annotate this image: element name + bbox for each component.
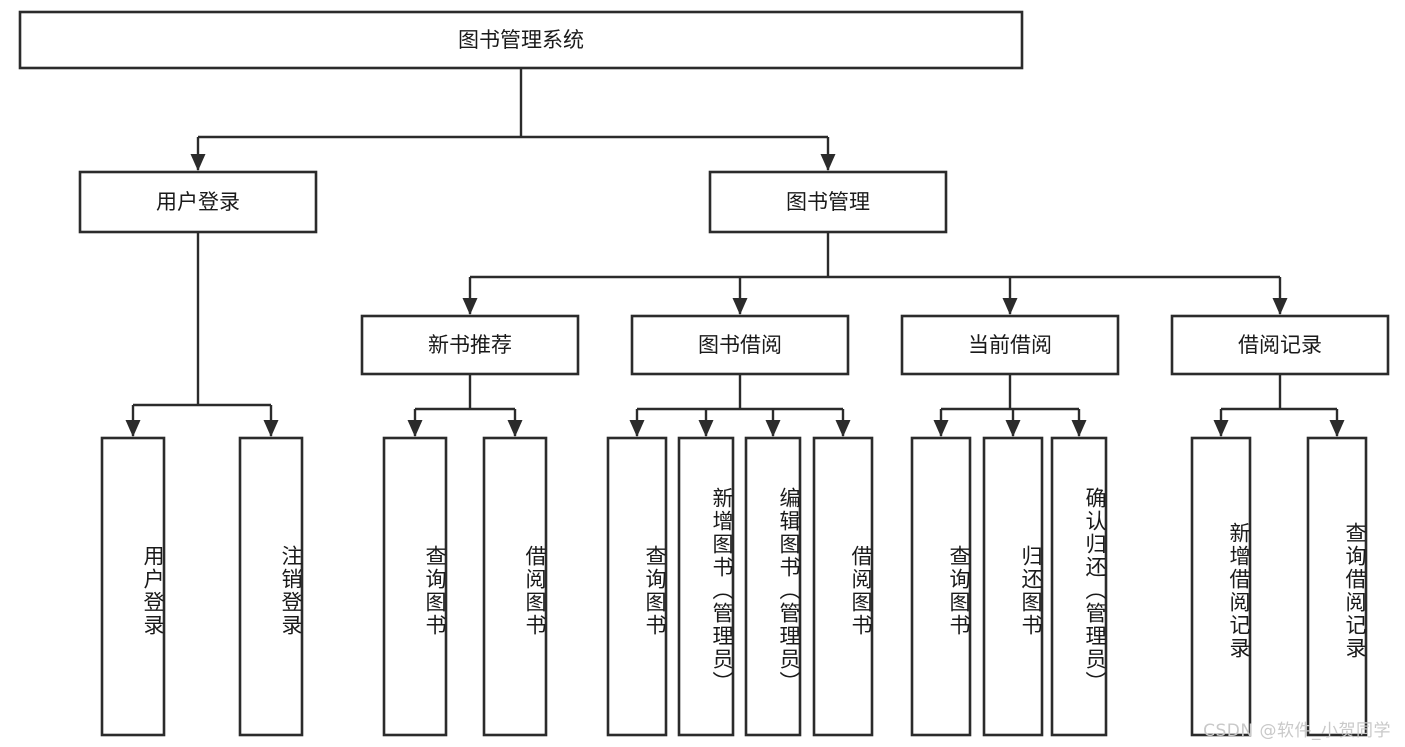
arrow-head-icon <box>1071 420 1087 437</box>
csdn-watermark: CSDN @软件_小贺同学 <box>1203 721 1391 741</box>
node-leaf-10[interactable] <box>1050 436 1108 737</box>
arrow-head-icon <box>507 420 523 437</box>
node-level3-0[interactable] <box>360 314 580 376</box>
node-leaf-8[interactable] <box>910 436 972 737</box>
arrow-head-icon <box>263 420 279 437</box>
arrow-head-icon <box>765 420 781 437</box>
node-leaf-12[interactable] <box>1306 436 1368 737</box>
node-label-level3-3: 借阅记录 <box>1238 333 1322 357</box>
node-label-level2-1: 图书管理 <box>786 190 870 214</box>
arrow-head-icon <box>933 420 949 437</box>
arrow-head-icon <box>629 420 645 437</box>
node-root-图书管理系统[interactable] <box>18 10 1024 70</box>
node-level2-1[interactable] <box>708 170 948 234</box>
node-label-level2-0: 用户登录 <box>156 190 240 214</box>
arrow-head-icon <box>820 154 836 171</box>
node-leaf-9[interactable] <box>982 436 1044 737</box>
node-leaf-0[interactable] <box>100 436 166 737</box>
node-leaf-11[interactable] <box>1190 436 1252 737</box>
arrow-head-icon <box>1002 298 1018 315</box>
node-boxes <box>18 10 1390 737</box>
node-label-root: 图书管理系统 <box>458 28 584 52</box>
node-leaf-7[interactable] <box>812 436 874 737</box>
node-level2-0[interactable] <box>78 170 318 234</box>
arrow-head-icon <box>1005 420 1021 437</box>
arrow-head-icon <box>190 154 206 171</box>
node-label-level3-2: 当前借阅 <box>968 333 1052 357</box>
node-level3-2[interactable] <box>900 314 1120 376</box>
arrow-head-icon <box>732 298 748 315</box>
arrow-head-icon <box>1213 420 1229 437</box>
arrow-head-icon <box>698 420 714 437</box>
arrow-head-icon <box>1329 420 1345 437</box>
node-level3-1[interactable] <box>630 314 850 376</box>
arrow-head-icon <box>125 420 141 437</box>
arrow-head-icon <box>407 420 423 437</box>
node-leaf-4[interactable] <box>606 436 668 737</box>
arrow-head-icon <box>462 298 478 315</box>
node-leaf-1[interactable] <box>238 436 304 737</box>
node-leaf-3[interactable] <box>482 436 548 737</box>
node-leaf-6[interactable] <box>744 436 802 737</box>
node-leaf-5[interactable] <box>677 436 735 737</box>
node-label-level3-1: 图书借阅 <box>698 333 782 357</box>
connector-lines <box>125 68 1345 437</box>
arrow-head-icon <box>835 420 851 437</box>
arrow-head-icon <box>1272 298 1288 315</box>
node-label-level3-0: 新书推荐 <box>428 333 512 357</box>
node-leaf-2[interactable] <box>382 436 448 737</box>
node-level3-3[interactable] <box>1170 314 1390 376</box>
